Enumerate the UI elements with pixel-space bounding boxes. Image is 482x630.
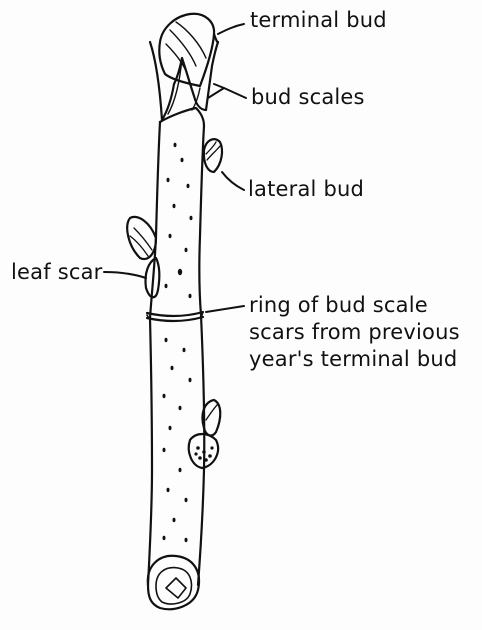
label-ring-line-3: year's terminal bud <box>249 346 460 373</box>
stem-left-edge <box>148 122 160 585</box>
lateral-bud <box>204 139 222 172</box>
label-ring-line-1: ring of bud scale <box>249 292 460 319</box>
leader-leaf-scar <box>104 272 146 278</box>
stem-right-edge <box>198 126 204 585</box>
leader-lines <box>104 24 246 312</box>
label-ring-line-2: scars from previous <box>249 319 460 346</box>
leader-lateral-bud <box>222 172 244 190</box>
leader-bud-scales-2 <box>214 84 224 88</box>
left-lateral-bud <box>127 217 156 259</box>
label-leaf-scar: leaf scar <box>11 262 102 283</box>
lenticels <box>163 143 193 542</box>
label-lateral-bud: lateral bud <box>248 179 364 200</box>
label-terminal-bud: terminal bud <box>250 10 387 31</box>
cut-end <box>148 556 199 609</box>
leader-ring <box>206 306 244 312</box>
label-bud-scales: bud scales <box>251 87 365 108</box>
bud-scale-scar-ring <box>147 312 203 321</box>
label-bud-scale-scar-ring: ring of bud scale scars from previous ye… <box>249 292 460 373</box>
leader-terminal-bud <box>218 24 244 34</box>
leader-bud-scales-1 <box>208 88 246 98</box>
